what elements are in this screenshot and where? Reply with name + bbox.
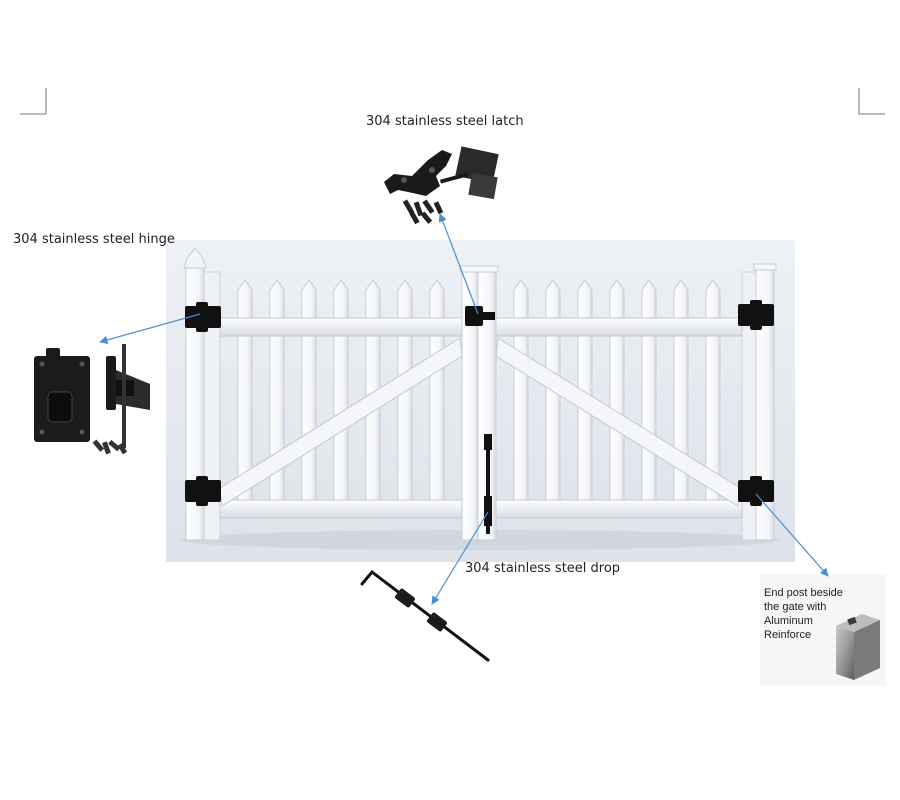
end-post-label-line: Aluminum [764, 615, 813, 627]
gate-drop-rod [484, 434, 492, 534]
end-post-arrow [755, 493, 829, 577]
gate-hinges [185, 300, 774, 506]
end-post-label-line: Reinforce [764, 629, 812, 641]
hinge-label: 304 stainless steel hinge [13, 232, 175, 247]
end-post-label-line: End post beside [764, 587, 843, 599]
right-post [741, 263, 777, 541]
callout-arrows [99, 213, 829, 605]
left-post [183, 247, 221, 541]
gate-illustration [180, 247, 780, 550]
gate-braces [219, 337, 741, 507]
latch-label: 304 stainless steel latch [366, 114, 524, 129]
gate-rails [219, 317, 743, 519]
end-post-label: End post beside the gate with Aluminum R… [764, 586, 864, 642]
center-posts [459, 265, 499, 541]
crop-marks [20, 88, 885, 115]
latch-arrow [438, 213, 479, 315]
end-post-label-line: the gate with [764, 601, 827, 613]
drop-arrow [431, 511, 489, 605]
gate-latch [465, 306, 495, 326]
hinge-arrow [99, 313, 201, 345]
hinge-hardware-icon [34, 344, 150, 455]
drop-label: 304 stainless steel drop [465, 561, 621, 576]
latch-hardware-icon [384, 146, 499, 225]
drop-rod-icon [360, 569, 490, 662]
end-post-icon [760, 574, 886, 686]
